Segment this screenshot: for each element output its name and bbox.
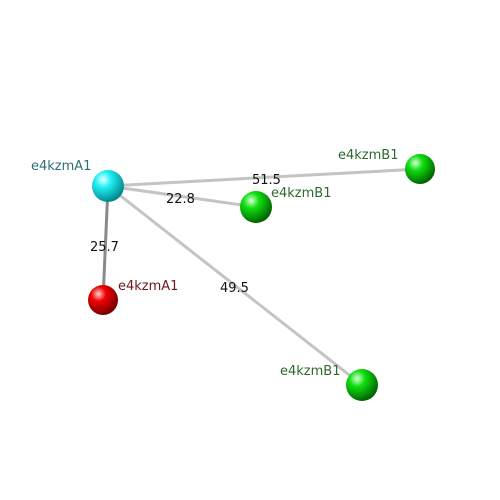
edge-label-distance: 22.8 (166, 192, 195, 207)
atom-sphere-green[interactable] (405, 154, 435, 184)
node-labels-layer: e4kzmA1 e4kzmA1 e4kzmB1 e4kzmB1 e4kzmB1 (31, 148, 398, 379)
atom-sphere-green[interactable] (240, 191, 272, 223)
edges-layer (101, 167, 421, 387)
atom-label: e4kzmB1 (271, 186, 331, 201)
nodes-layer (88, 154, 435, 401)
atom-label: e4kzmB1 (280, 364, 340, 379)
atom-label: e4kzmA1 (31, 159, 91, 174)
edge-line (107, 184, 363, 387)
edge-line (107, 167, 421, 188)
edge-label-distance: 49.5 (220, 281, 249, 296)
atom-sphere-red[interactable] (88, 285, 118, 315)
atom-label: e4kzmB1 (338, 148, 398, 163)
edge-label-distance: 25.7 (90, 240, 119, 255)
atom-sphere-green[interactable] (346, 369, 378, 401)
edge-labels-layer: 51.5 22.8 25.7 49.5 (90, 173, 281, 296)
edge-line (107, 184, 257, 209)
atom-sphere-cyan[interactable] (92, 170, 124, 202)
edge-line (101, 185, 110, 301)
edge-label-distance: 51.5 (252, 173, 281, 188)
atom-label: e4kzmA1 (118, 279, 178, 294)
